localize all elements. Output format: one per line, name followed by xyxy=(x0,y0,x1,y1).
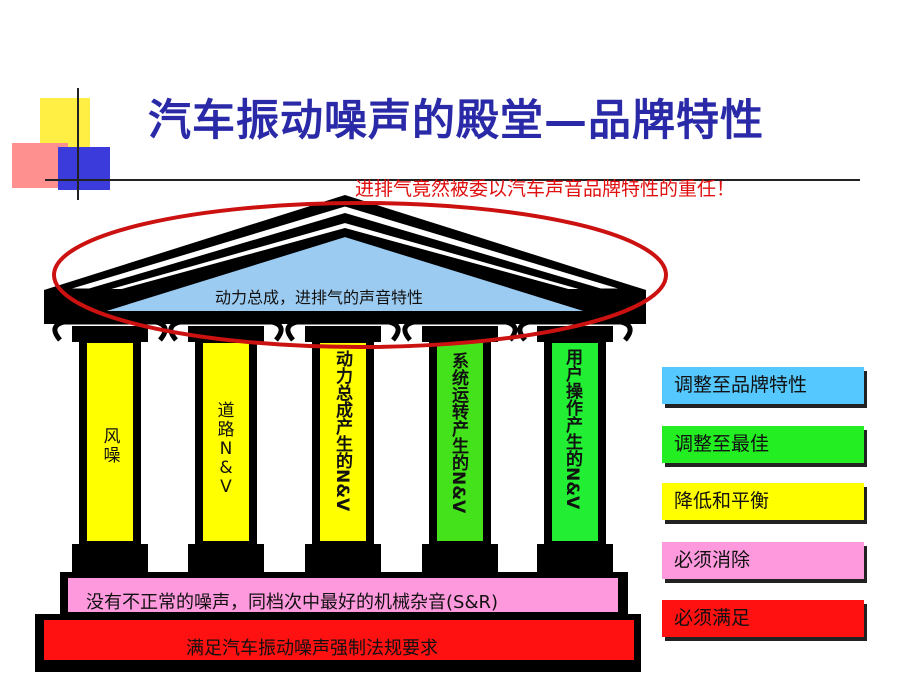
subtitle: 进排气竟然被委以汽车声音品牌特性的重任！ xyxy=(355,178,736,200)
base-lower-fill xyxy=(44,620,634,660)
pillar-plinth xyxy=(72,544,148,572)
pillar-label-4: 系统运转产生的N&V xyxy=(448,352,468,514)
pillar-plinth xyxy=(188,544,264,572)
title-underline xyxy=(45,179,860,181)
pillar-label-1: 风噪 xyxy=(103,427,121,466)
pillar-shaft-3 xyxy=(320,343,366,541)
pillar-shaft-1 xyxy=(87,343,133,541)
pillar-plinth xyxy=(422,544,498,572)
legend-item-reduce: 降低和平衡 xyxy=(662,483,864,520)
pillar-shaft-4 xyxy=(437,343,483,541)
page-title: 汽车振动噪声的殿堂—品牌特性 xyxy=(148,96,764,146)
pillar-capital xyxy=(402,319,518,342)
legend-item-eliminate: 必须消除 xyxy=(662,542,864,579)
pillar-plinth xyxy=(537,544,613,572)
legend-item-optimal: 调整至最佳 xyxy=(662,426,864,463)
decor-square-blue xyxy=(58,147,110,190)
base-lower-label: 满足汽车振动噪声强制法规要求 xyxy=(186,638,438,659)
pillar-plinth xyxy=(305,544,381,572)
base-upper-label: 没有不正常的噪声，同档次中最好的机械杂音(S&R) xyxy=(86,592,499,613)
pillar-capital xyxy=(285,319,401,342)
roof-label: 动力总成，进排气的声音特性 xyxy=(215,288,424,307)
decor-square-yellow xyxy=(40,98,90,148)
legend-item-must-meet: 必须满足 xyxy=(662,600,864,637)
pillar-label-3: 动力总成产生的N&V xyxy=(332,350,352,512)
pillar-capital xyxy=(517,319,633,342)
pillar-label-2-text: 道路N&V xyxy=(217,401,235,497)
pillar-shaft-5 xyxy=(552,343,598,541)
highlight-ellipse xyxy=(52,201,668,349)
pillar-label-5: 用户操作产生的N&V xyxy=(562,348,582,510)
pillar-shaft-2 xyxy=(203,343,249,541)
pillar-label-2: 道路N&V xyxy=(215,402,237,497)
decor-vertical-line xyxy=(77,88,79,200)
legend-item-brand: 调整至品牌特性 xyxy=(662,367,864,404)
base-upper-fill xyxy=(68,578,618,612)
